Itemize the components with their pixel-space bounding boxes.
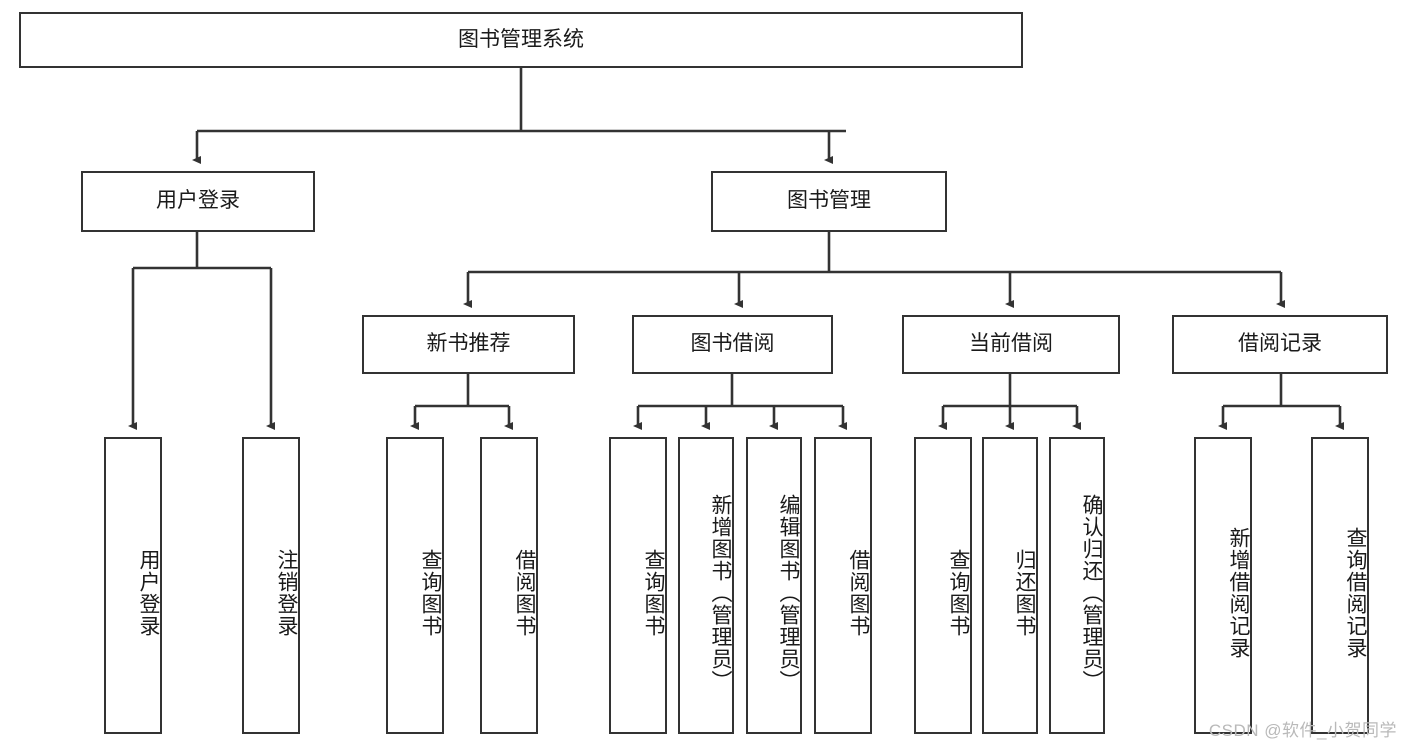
- node-leaf-return-book-label: 归还图书: [1013, 548, 1036, 637]
- node-leaf-user-login-label: 用户登录: [137, 548, 160, 637]
- node-leaf-confirm-return-label: 确认归还（管理员）: [1080, 493, 1103, 692]
- node-borrow-record-label: 借阅记录: [1238, 332, 1322, 356]
- node-root-label: 图书管理系统: [458, 27, 584, 51]
- node-leaf-add-book-label: 新增图书（管理员）: [709, 493, 732, 692]
- node-leaf-edit-book-label: 编辑图书（管理员）: [777, 493, 800, 692]
- node-book-manage[interactable]: 图书管理: [711, 171, 947, 232]
- node-leaf-add-book[interactable]: 新增图书（管理员）: [678, 437, 734, 734]
- node-book-borrow[interactable]: 图书借阅: [632, 315, 833, 374]
- node-leaf-query-book-3[interactable]: 查询图书: [914, 437, 972, 734]
- node-leaf-borrow-book-2-label: 借阅图书: [847, 548, 870, 637]
- node-leaf-borrow-book-2[interactable]: 借阅图书: [814, 437, 872, 734]
- node-user-login-label: 用户登录: [156, 189, 240, 213]
- node-leaf-confirm-return[interactable]: 确认归还（管理员）: [1049, 437, 1105, 734]
- node-leaf-borrow-book-1-label: 借阅图书: [513, 548, 536, 637]
- node-leaf-query-book-2[interactable]: 查询图书: [609, 437, 667, 734]
- node-leaf-borrow-book-1[interactable]: 借阅图书: [480, 437, 538, 734]
- node-new-book-rec-label: 新书推荐: [426, 332, 511, 356]
- csdn-watermark: CSDN @软件_小贺同学: [1208, 721, 1397, 740]
- node-user-login[interactable]: 用户登录: [81, 171, 315, 232]
- node-current-borrow-label: 当前借阅: [969, 332, 1053, 356]
- node-leaf-query-book-1-label: 查询图书: [419, 548, 442, 637]
- node-leaf-query-book-1[interactable]: 查询图书: [386, 437, 444, 734]
- node-leaf-add-record[interactable]: 新增借阅记录: [1194, 437, 1252, 734]
- node-current-borrow[interactable]: 当前借阅: [902, 315, 1120, 374]
- node-leaf-edit-book[interactable]: 编辑图书（管理员）: [746, 437, 802, 734]
- node-leaf-return-book[interactable]: 归还图书: [982, 437, 1038, 734]
- node-book-borrow-label: 图书借阅: [690, 332, 775, 356]
- node-leaf-query-book-2-label: 查询图书: [642, 548, 665, 637]
- node-leaf-query-record-label: 查询借阅记录: [1344, 526, 1367, 659]
- node-leaf-user-logout-label: 注销登录: [275, 548, 298, 637]
- node-leaf-query-book-3-label: 查询图书: [947, 548, 970, 637]
- node-borrow-record[interactable]: 借阅记录: [1172, 315, 1388, 374]
- node-new-book-rec[interactable]: 新书推荐: [362, 315, 575, 374]
- node-leaf-add-record-label: 新增借阅记录: [1227, 526, 1250, 659]
- node-leaf-user-logout[interactable]: 注销登录: [242, 437, 300, 734]
- node-leaf-user-login[interactable]: 用户登录: [104, 437, 162, 734]
- node-leaf-query-record[interactable]: 查询借阅记录: [1311, 437, 1369, 734]
- node-root[interactable]: 图书管理系统: [19, 12, 1023, 68]
- node-book-manage-label: 图书管理: [787, 189, 871, 213]
